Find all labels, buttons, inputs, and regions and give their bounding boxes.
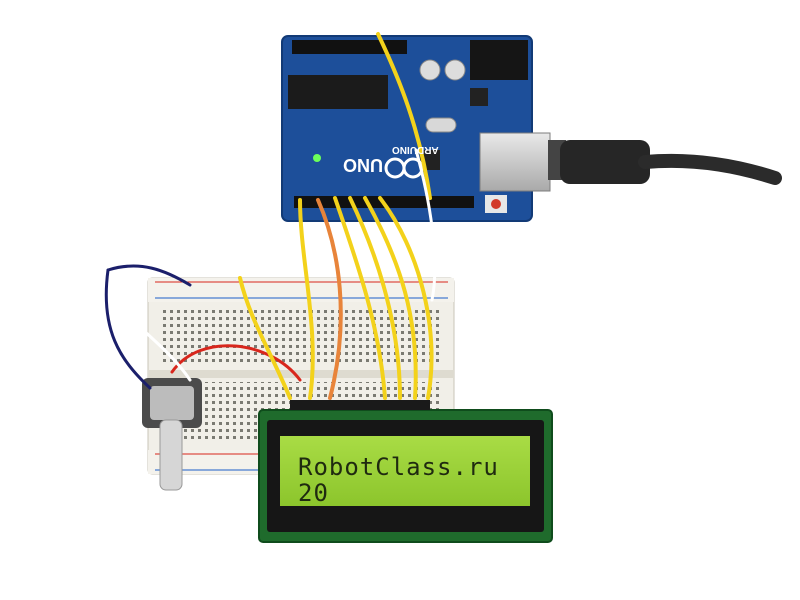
capacitor <box>419 59 441 81</box>
capacitor <box>444 59 466 81</box>
top-pin-header <box>292 40 407 54</box>
usb-connector <box>479 132 650 192</box>
lcd-line-2: 20 <box>298 479 329 507</box>
power-led <box>313 154 321 162</box>
usb-cable <box>638 153 782 185</box>
arduino-model-label: UNO <box>343 155 383 175</box>
lcd-screen <box>280 436 530 506</box>
power-jack <box>470 40 528 80</box>
arduino-uno-board <box>281 35 533 222</box>
crystal <box>425 117 457 133</box>
lcd-module <box>258 400 553 543</box>
jumper-wires <box>104 32 437 400</box>
potentiometer <box>142 378 202 491</box>
lcd-line-1: RobotClass.ru <box>298 453 499 481</box>
microcontroller-chip <box>288 75 388 109</box>
arduino-brand-label: ARDUINO <box>392 144 439 155</box>
